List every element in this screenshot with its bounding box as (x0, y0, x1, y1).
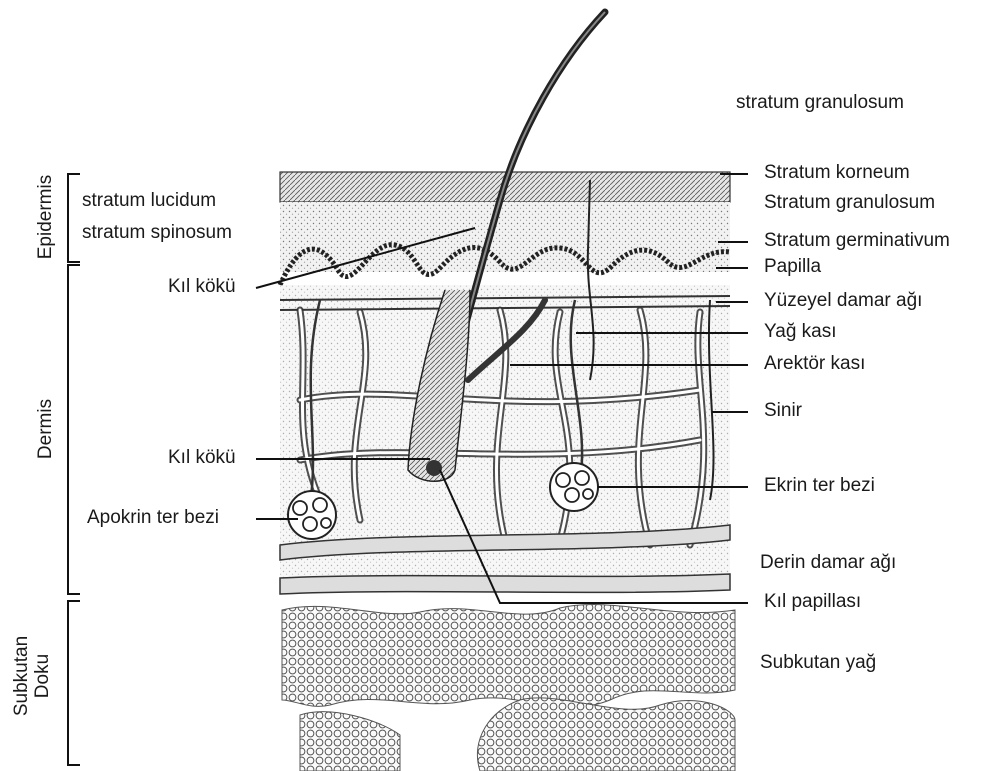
epidermis-bracket (68, 174, 80, 262)
label-papilla: Papilla (764, 256, 821, 278)
subcutis-bracket (68, 601, 80, 765)
layer-label-epidermis: Epidermis (35, 169, 57, 265)
layer-label-subcutan-line2: Doku (32, 628, 53, 724)
label-korneum: Stratum korneum (764, 162, 910, 184)
label-top-granulosum: stratum granulosum (736, 92, 904, 114)
label-kil-papillasi: Kıl papillası (764, 591, 861, 613)
label-apokrin: Apokrin ter bezi (87, 507, 219, 529)
layer-brackets (68, 174, 80, 765)
skin-illustration (280, 12, 735, 771)
label-kil-koku-1: Kıl kökü (168, 276, 236, 298)
dermis-bracket (68, 265, 80, 594)
layer-label-subcutan: Subkutan Doku (11, 628, 53, 724)
label-stratum-lucidum: stratum lucidum (82, 190, 216, 212)
apocrine-gland (288, 491, 336, 539)
label-granulosum: Stratum granulosum (764, 192, 935, 214)
eccrine-gland (550, 463, 598, 511)
label-arektor: Arektör kası (764, 353, 865, 375)
deep-plexus-lower (280, 574, 730, 594)
label-subkutan-yag: Subkutan yağ (760, 652, 876, 674)
subcutaneous-fat (282, 605, 735, 771)
label-stratum-spinosum: stratum spinosum (82, 222, 232, 244)
layer-label-subcutan-line1: Subkutan (11, 628, 32, 724)
label-sinir: Sinir (764, 400, 802, 422)
label-yuzeyel: Yüzeyel damar ağı (764, 290, 922, 312)
epidermis-band (280, 202, 730, 272)
label-ekrin: Ekrin ter bezi (764, 475, 875, 497)
label-kil-koku-2: Kıl kökü (168, 447, 236, 469)
layer-label-dermis: Dermis (35, 391, 57, 467)
label-yag-kasi: Yağ kası (764, 321, 837, 343)
label-germinativum: Stratum germinativum (764, 230, 950, 252)
hair-bulb (426, 460, 442, 476)
label-derin: Derin damar ağı (760, 552, 896, 574)
